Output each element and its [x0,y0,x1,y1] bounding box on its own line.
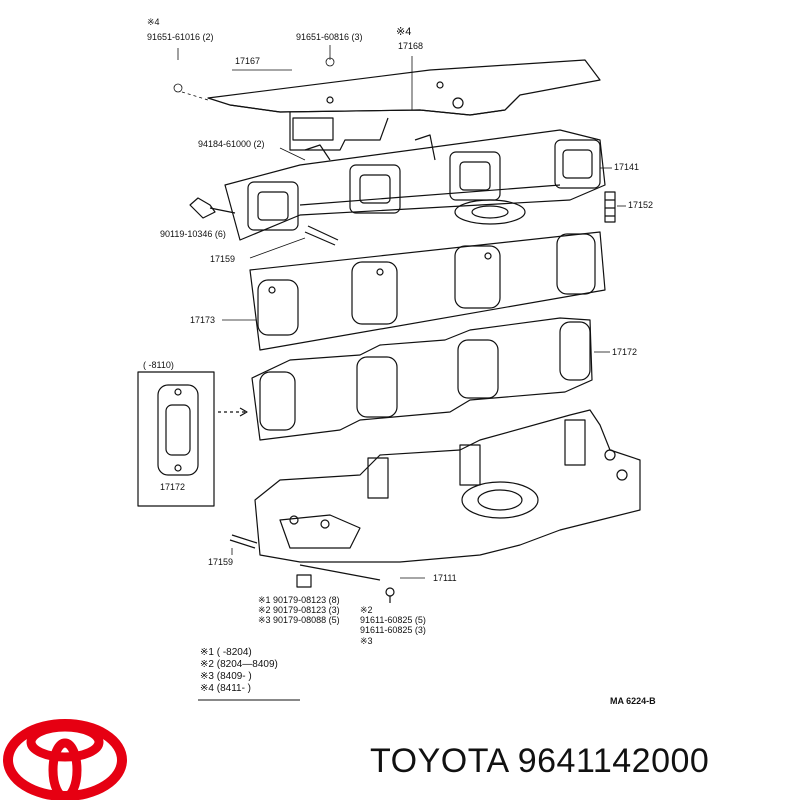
legend-row-3: ※3 (8409- ) [200,672,252,682]
callout-17167: 17167 [235,56,261,66]
legend-row-1: ※1 ( -8204) [200,648,252,658]
heat-insulator-17167 [207,59,601,151]
leader-lines [173,45,626,579]
callout-star4-b: ※4 [396,26,412,38]
gasket-17173 [249,231,606,351]
legend-row-4: ※4 (8411- ) [200,684,251,694]
callout-stud-star3: ※3 [360,636,373,646]
legend-range: (8204—8409) [216,659,278,670]
lower-manifold-17111 [254,409,641,581]
legend-range: (8409- ) [216,671,252,682]
callout-94184: 94184-61000 (2) [198,139,265,149]
diagram-reference-code: MA 6224-B [610,696,656,706]
legend-range: (8411- ) [216,683,252,694]
callout-17111: 17111 [433,573,457,583]
toyota-logo [3,719,127,800]
callout-star4-a: ※4 [147,17,160,27]
gasket-17172 [251,317,593,441]
callout-bolt-91651-60816: 91651-60816 (3) [296,32,363,42]
callout-stud-91611-b: 91611-60825 (3) [360,625,426,635]
legend-row-2: ※2 (8204—8409) [200,660,278,670]
callout-17141: 17141 [614,162,640,172]
footer-brand-part: TOYOTA 9641142000 [370,742,709,781]
callout-stud-star2: ※2 [360,605,373,615]
callout-bolt-91651-61016: 91651-61016 (2) [147,32,214,42]
inset-range: ( -8110) [143,360,174,370]
callout-90119: 90119-10346 (6) [160,229,226,239]
callout-nut-1: ※1 90179-08123 (8) [258,595,340,605]
callout-17173: 17173 [190,315,216,325]
callout-17159-a: 17159 [210,254,236,264]
callout-17172-a: 17172 [612,347,638,357]
legend-range: ( -8204) [216,647,252,658]
callout-17172-b: 17172 [160,482,186,492]
legend-mark: ※4 [200,683,214,694]
callout-17152: 17152 [628,200,654,210]
legend-mark: ※1 [200,647,214,658]
lower-fasteners [229,534,395,603]
brand-name: TOYOTA [370,742,508,780]
upper-fasteners [189,191,616,246]
legend-mark: ※3 [200,671,214,682]
callout-nut-2: ※2 90179-08123 (3) [258,605,340,615]
part-number: 9641142000 [517,742,710,780]
callout-17159-b: 17159 [208,557,234,567]
upper-manifold-17141 [224,129,606,241]
inset-gasket-box [137,371,248,507]
callout-stud-91611-a: 91611-60825 (5) [360,615,426,625]
legend-mark: ※2 [200,659,214,670]
callout-nut-3: ※3 90179-08088 (5) [258,615,340,625]
callout-17168: 17168 [398,41,424,51]
